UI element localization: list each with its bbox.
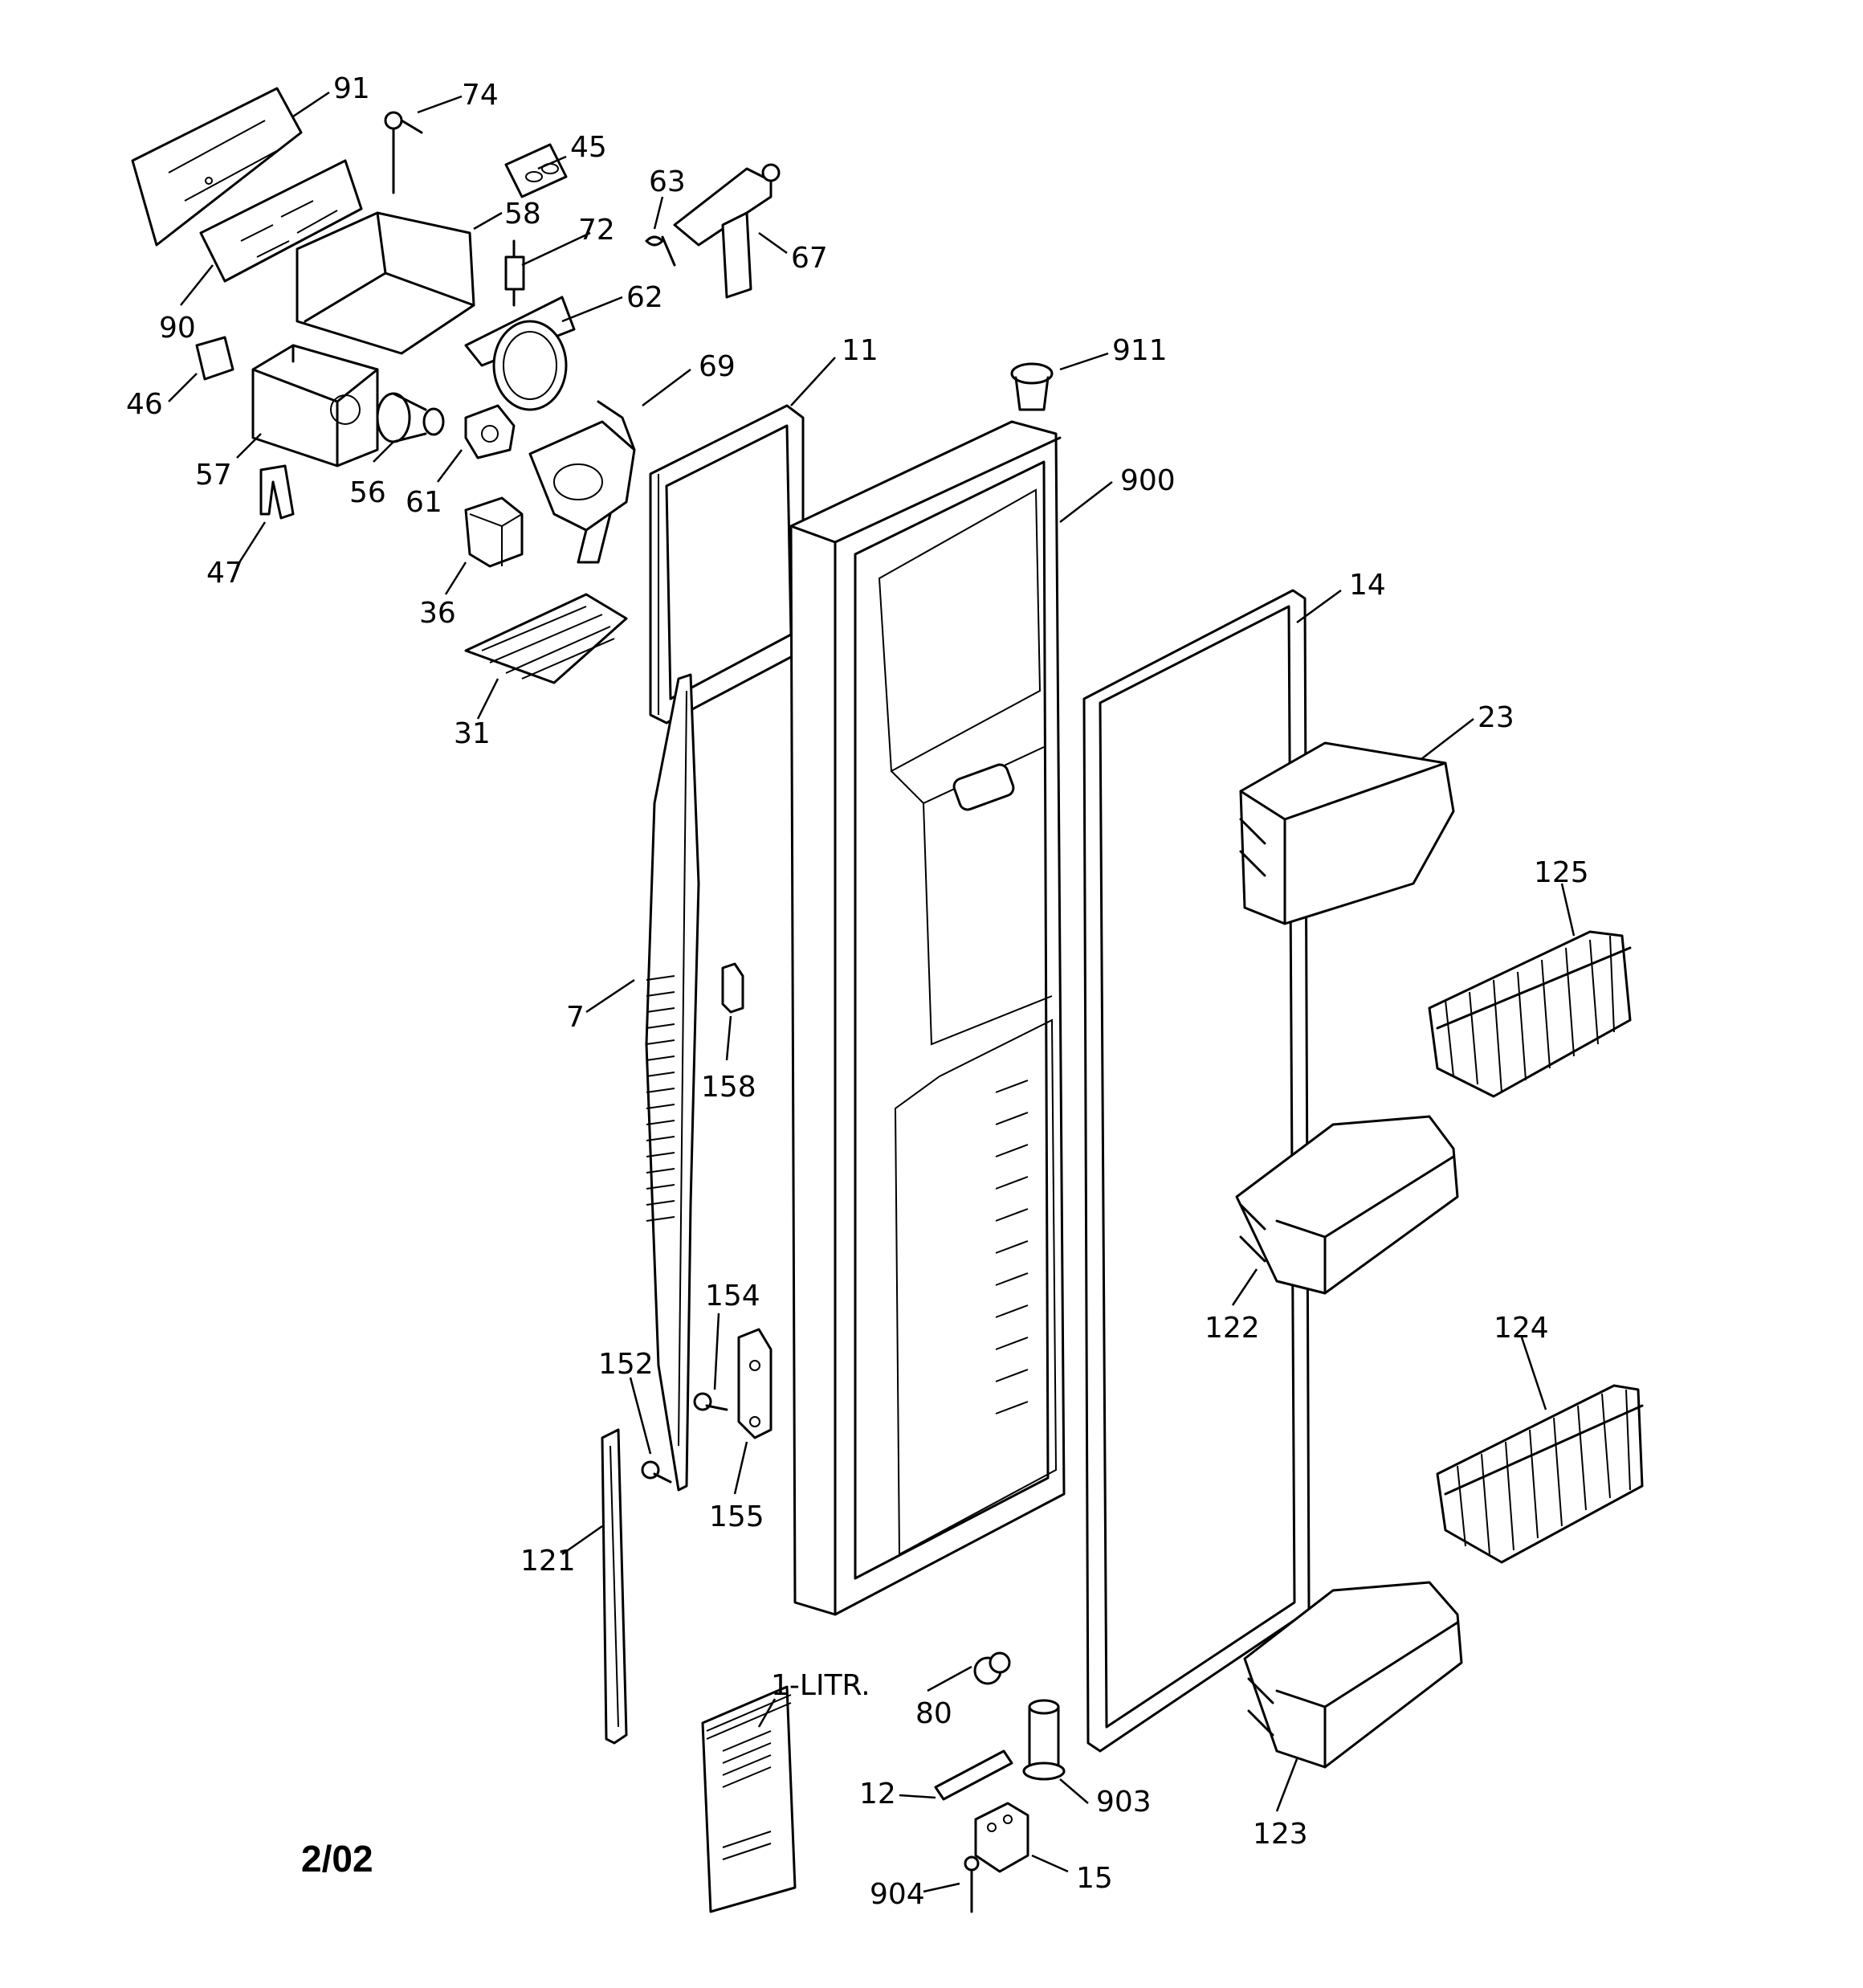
- callout-67: 67: [791, 242, 828, 275]
- door-shelf-clips: [995, 1080, 1029, 1414]
- part-74-spring: [384, 111, 423, 194]
- part-36-actuator: [464, 496, 524, 568]
- callout-154: 154: [705, 1280, 760, 1312]
- part-46-cover: [195, 336, 234, 381]
- part-62-ring: [464, 296, 576, 411]
- part-67-arm: [673, 163, 781, 299]
- callout-152: 152: [598, 1348, 654, 1381]
- callout-56: 56: [349, 476, 386, 509]
- part-155-latch: [737, 1328, 773, 1439]
- callout-46: 46: [126, 388, 163, 421]
- part-91-panel: [131, 87, 303, 247]
- callout-12: 12: [859, 1778, 896, 1810]
- callout-58: 58: [504, 198, 541, 231]
- part-31-grille: [464, 593, 628, 684]
- callout-1-litr: 1-LITR.: [771, 1669, 870, 1702]
- callout-155: 155: [709, 1500, 764, 1533]
- callout-158: 158: [701, 1071, 756, 1104]
- callout-7: 7: [566, 1001, 585, 1034]
- callout-904: 904: [870, 1878, 925, 1911]
- callout-36: 36: [419, 597, 456, 630]
- callout-80: 80: [915, 1697, 952, 1730]
- part-57-box: [251, 344, 379, 467]
- handle-ribs: [646, 975, 675, 1222]
- callout-14: 14: [1349, 569, 1386, 602]
- callout-15: 15: [1076, 1862, 1113, 1895]
- callout-31: 31: [454, 717, 491, 750]
- part-124-basket: [1436, 1384, 1644, 1564]
- part-90-board: [199, 159, 363, 283]
- part-911-bushing: [1010, 362, 1054, 411]
- callout-903: 903: [1096, 1786, 1152, 1819]
- part-158-clip: [721, 962, 744, 1014]
- part-15-hinge: [974, 1802, 1029, 1873]
- part-900-door: [789, 420, 1066, 1616]
- callout-62: 62: [626, 281, 663, 314]
- part-61-gear: [464, 404, 516, 459]
- callout-57: 57: [195, 459, 232, 492]
- part-122-bin: [1235, 1115, 1459, 1295]
- part-72-switch: [504, 239, 525, 307]
- revision-date: 2/02: [301, 1838, 373, 1880]
- callout-23: 23: [1478, 701, 1514, 734]
- callout-90: 90: [159, 312, 196, 345]
- callout-63: 63: [649, 165, 686, 198]
- callout-labels: 91 74 45 63 58 72 67 90 62 46 57 56 61 6…: [126, 72, 1589, 1911]
- callout-69: 69: [699, 350, 736, 383]
- callout-91: 91: [333, 72, 370, 105]
- part-69-funnel: [528, 400, 636, 564]
- callout-47: 47: [206, 557, 243, 590]
- part-47-clip: [259, 464, 295, 520]
- part-12-bracket: [934, 1749, 1013, 1801]
- callout-911: 911: [1112, 334, 1168, 367]
- part-154-screw: [693, 1392, 728, 1411]
- part-80-plug: [973, 1651, 1011, 1685]
- part-literature-booklet: [701, 1685, 797, 1913]
- part-904-screw: [964, 1855, 980, 1913]
- part-23-bin: [1239, 741, 1455, 925]
- part-11-frame: [649, 404, 805, 725]
- callout-74: 74: [462, 79, 499, 112]
- callout-121: 121: [520, 1545, 576, 1578]
- callout-72: 72: [578, 214, 615, 247]
- callout-11: 11: [842, 334, 879, 367]
- part-903-pin: [1022, 1699, 1066, 1781]
- callout-45: 45: [570, 131, 607, 164]
- part-56-motor: [376, 392, 445, 443]
- callout-900: 900: [1120, 464, 1176, 497]
- part-125-basket: [1428, 930, 1632, 1098]
- part-7-handle: [645, 673, 700, 1492]
- part-123-bin: [1243, 1581, 1463, 1769]
- callout-122: 122: [1205, 1312, 1260, 1345]
- callout-125: 125: [1534, 856, 1589, 889]
- callout-123: 123: [1253, 1818, 1308, 1851]
- part-45-bracket: [504, 143, 568, 198]
- part-152-screw: [641, 1460, 672, 1484]
- part-63-spring: [645, 235, 676, 267]
- callout-124: 124: [1494, 1312, 1549, 1345]
- callout-61: 61: [406, 486, 442, 519]
- part-121-strip: [601, 1428, 628, 1745]
- part-58-housing: [296, 211, 475, 355]
- leader-lines: [168, 91, 1576, 1893]
